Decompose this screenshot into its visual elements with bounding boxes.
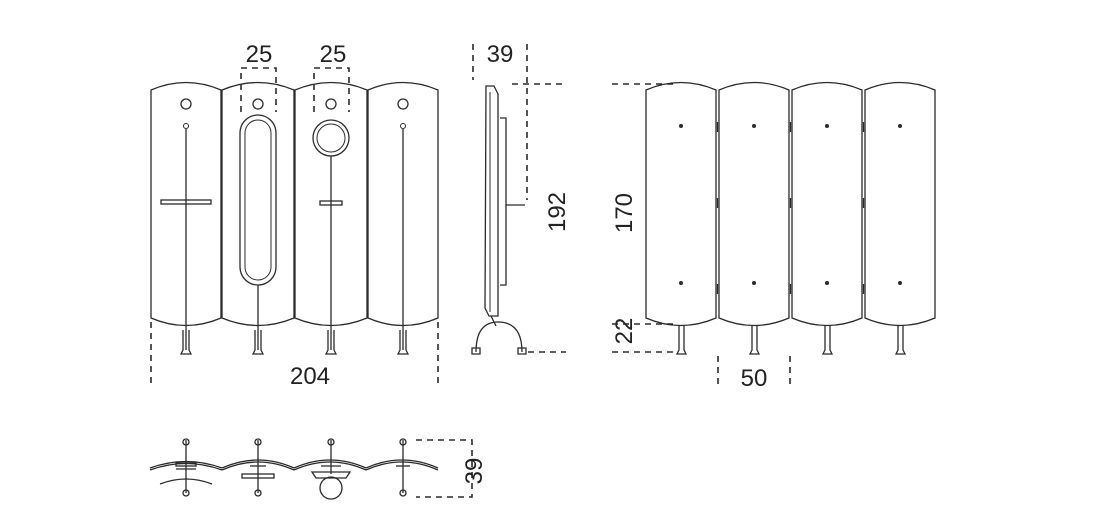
dim-total-width: 204 [290,363,330,390]
dim-panel-width-a: 25 [246,41,273,68]
top-panel-4 [365,459,439,469]
round-mirror [312,98,350,355]
back-panel-4 [864,81,936,327]
back-leg-2 [748,325,761,355]
back-panel-1 [645,81,717,327]
dim-back-leg-height: 22 [611,318,638,345]
dim-line-panel-a [240,67,277,112]
top-panel-3 [293,459,367,469]
dim-line-side-height [512,83,566,353]
dim-line-side-depth [472,44,528,200]
top-view: 39 [149,438,488,500]
dim-panel-width-b: 25 [320,41,347,68]
back-panel-2 [718,81,790,327]
dim-back-panel-height: 170 [611,193,638,233]
side-view: 39 192 [471,41,571,355]
front-view: 25 25 204 [150,41,439,390]
side-panel [484,85,499,317]
back-panel-3 [791,81,863,327]
dim-line-back-width [717,356,791,385]
coat-rack-rod [160,98,212,355]
dim-back-panel-width: 50 [741,365,768,392]
dim-side-height: 192 [544,192,571,232]
dim-line-top-depth [416,439,473,498]
plain-rod [396,98,410,355]
dim-line-panel-b [313,67,350,112]
back-leg-1 [675,325,688,355]
oval-mirror [239,98,277,355]
back-leg-3 [821,325,834,355]
back-view: 170 22 50 [611,81,936,392]
dim-side-depth: 39 [487,41,514,68]
side-foot [475,321,523,353]
dim-top-depth: 39 [461,458,488,485]
back-leg-4 [894,325,907,355]
